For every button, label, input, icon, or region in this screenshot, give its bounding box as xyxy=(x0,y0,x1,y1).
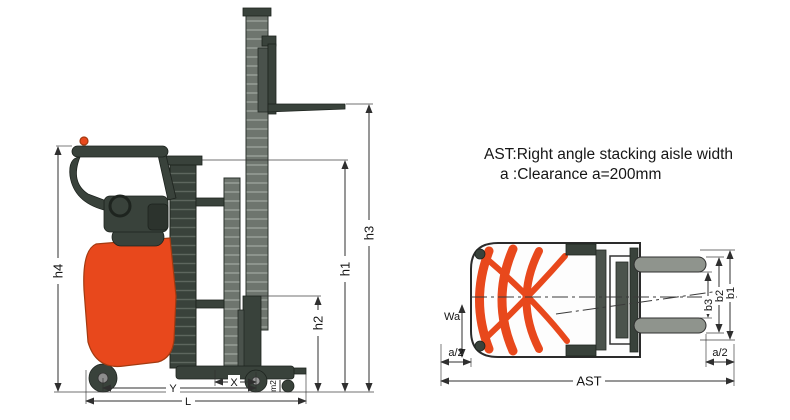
annotation-clearance-label: a :Clearance xyxy=(500,166,588,183)
lowered-fork-carriage xyxy=(237,295,307,375)
top-view-drawing: Wa a/2 a/2 AST b3 xyxy=(440,242,737,389)
dim-label-wa: Wa xyxy=(444,311,461,323)
caster-roller xyxy=(281,379,295,393)
seat xyxy=(147,203,169,231)
fork-backrest xyxy=(629,247,639,353)
fork-bottom xyxy=(633,317,707,334)
dim-h3: h3 xyxy=(346,103,377,392)
dim-y: Y xyxy=(102,378,257,395)
turning-axis-line xyxy=(555,288,735,315)
raised-fork-blade xyxy=(267,103,346,113)
dim-a2-right: a/2 xyxy=(705,334,735,386)
dim-b3: b3 xyxy=(700,271,715,319)
dim-label-h3: h3 xyxy=(362,226,377,240)
dim-label-a2-right: a/2 xyxy=(712,347,727,359)
operator-console xyxy=(103,194,169,233)
dim-label-a2-left: a/2 xyxy=(448,347,463,359)
dim-h2: h2 xyxy=(261,295,326,392)
dim-label-x: X xyxy=(230,377,238,389)
dim-label-y: Y xyxy=(169,383,177,395)
steering-wheel xyxy=(108,194,132,218)
overhead-guard xyxy=(69,136,177,211)
dim-label-h2: h2 xyxy=(311,316,326,330)
dim-h1: h1 xyxy=(202,159,353,392)
side-view-drawing: h4 h3 h1 h2 m2 X xyxy=(50,7,377,408)
dim-label-b2: b2 xyxy=(714,290,726,302)
fork-top xyxy=(633,256,707,273)
dim-wa: Wa xyxy=(444,304,466,358)
annotation-ast-line: AST:Right angle stacking aisle width xyxy=(484,146,733,163)
truck-body xyxy=(83,227,177,368)
dim-a2-left: a/2 xyxy=(440,344,472,386)
dim-m2: m2 xyxy=(268,380,281,392)
dim-label-h4: h4 xyxy=(51,264,66,278)
annotation-block: AST:Right angle stacking aisle width a :… xyxy=(484,146,733,183)
drive-wheels xyxy=(474,243,597,357)
steering-unit xyxy=(475,244,570,356)
dim-label-b3: b3 xyxy=(703,299,715,311)
dim-b1: b1 xyxy=(700,249,737,341)
beacon-light xyxy=(79,136,89,146)
dim-l: L xyxy=(85,370,307,408)
dim-label-m2: m2 xyxy=(268,380,278,392)
dim-b2: b2 xyxy=(706,256,726,334)
dim-h4: h4 xyxy=(50,145,72,392)
dim-label-ast: AST xyxy=(576,374,601,389)
dim-label-b1: b1 xyxy=(725,287,737,299)
annotation-clearance-value: a=200mm xyxy=(592,166,661,183)
chassis-outline xyxy=(470,242,641,358)
raised-fork-carriage xyxy=(257,35,346,115)
dim-label-h1: h1 xyxy=(338,262,353,276)
dim-ast: AST xyxy=(440,374,735,389)
mast-carriage-top xyxy=(595,247,639,353)
dim-label-l: L xyxy=(185,396,191,408)
